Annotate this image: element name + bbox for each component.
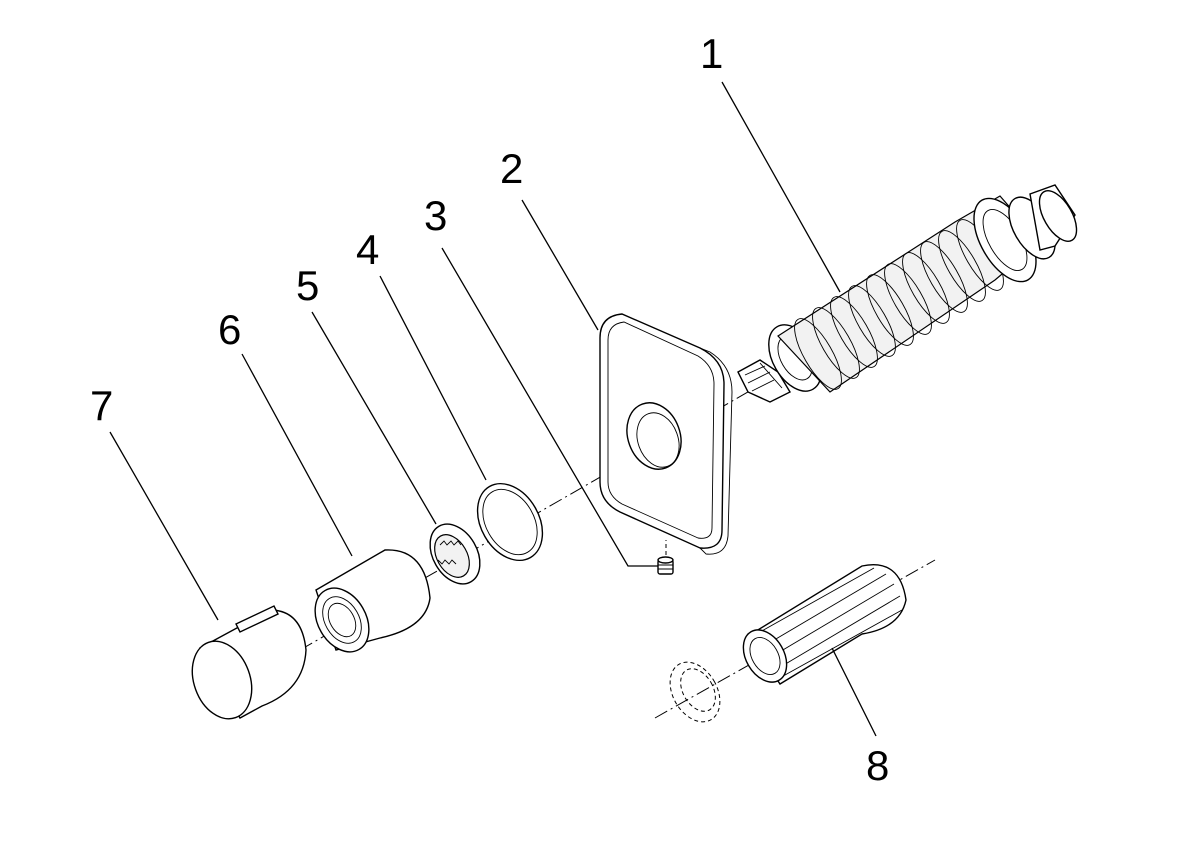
part-1-cartridge <box>737 184 1078 403</box>
callout-5: 5 <box>296 262 319 309</box>
callout-7: 7 <box>90 382 113 429</box>
leader-line-7 <box>109 431 219 621</box>
callout-2: 2 <box>500 145 523 192</box>
leader-line-1 <box>721 81 841 293</box>
callout-3: 3 <box>424 192 447 239</box>
callout-8: 8 <box>866 742 889 789</box>
part-7-handle-cap <box>191 605 307 720</box>
part-5-adapter-ring <box>429 523 481 585</box>
part-6-sleeve <box>314 549 431 653</box>
part-8-extension <box>669 564 907 723</box>
part-4-o-ring <box>476 482 544 562</box>
leader-line-6 <box>241 353 353 557</box>
callout-1: 1 <box>700 30 723 77</box>
leader-line-8 <box>831 647 877 737</box>
callout-6: 6 <box>218 306 241 353</box>
callout-4: 4 <box>356 226 379 273</box>
part-3-grub-screw <box>657 540 674 575</box>
leader-line-5 <box>311 311 437 525</box>
leader-line-2 <box>521 199 599 331</box>
leader-line-3 <box>441 247 658 567</box>
leader-line-4 <box>379 275 487 481</box>
part-2-cover-plate <box>599 313 733 555</box>
